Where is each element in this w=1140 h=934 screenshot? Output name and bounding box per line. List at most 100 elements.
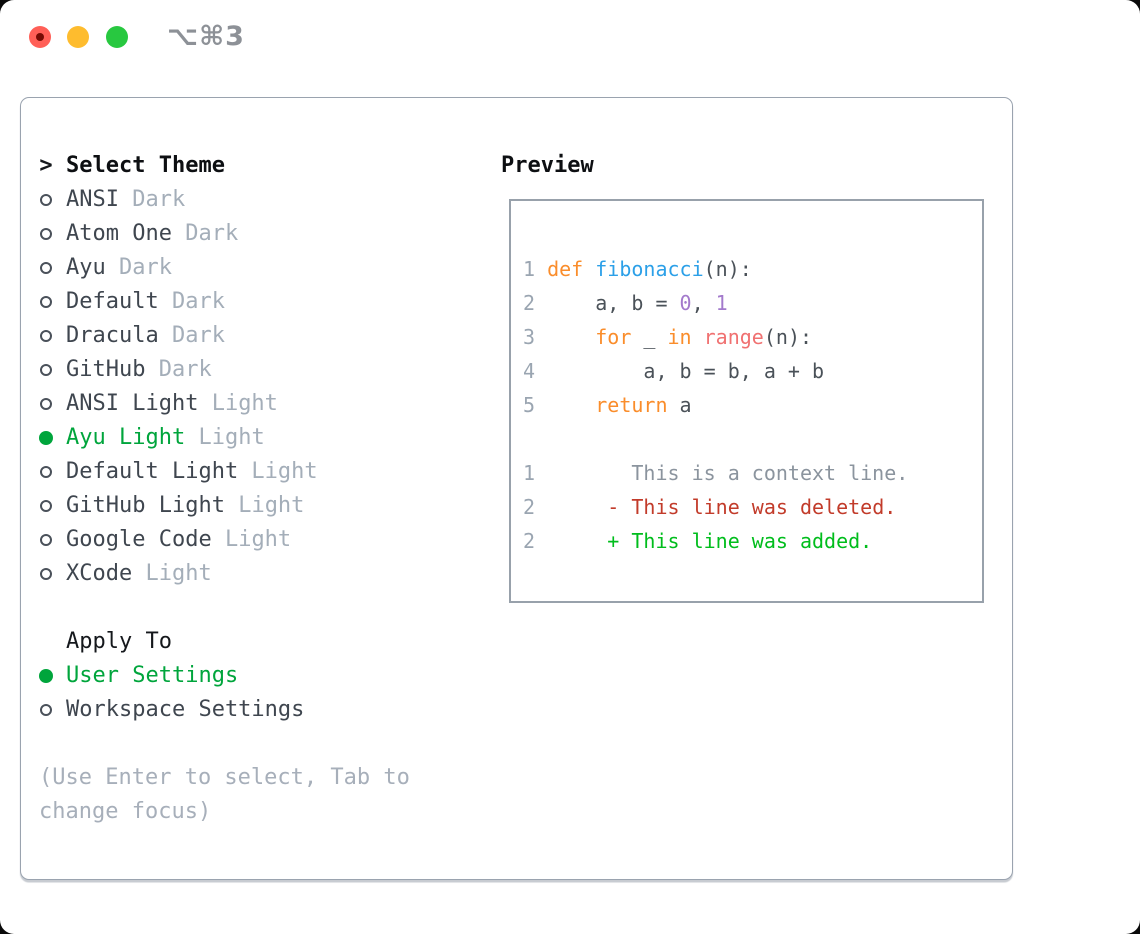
token-plain — [547, 325, 595, 349]
spacer — [39, 591, 439, 625]
theme-option[interactable]: GitHub Dark — [39, 353, 439, 387]
option-label: Ayu — [66, 255, 106, 280]
theme-option[interactable]: Atom One Dark — [39, 217, 439, 251]
option-label: ANSI Light — [66, 391, 199, 416]
option-label: Atom One — [66, 221, 172, 246]
apply-option[interactable]: User Settings — [39, 659, 439, 693]
option-label: Ayu Light — [66, 425, 186, 450]
token-plain: (n): — [763, 325, 813, 349]
token-keyword: def — [547, 257, 596, 281]
line-number: 2 — [523, 529, 536, 553]
option-label: GitHub — [66, 357, 146, 382]
token-function: fibonacci — [595, 257, 704, 281]
theme-option[interactable]: XCode Light — [39, 557, 439, 591]
variant-tag: Light — [224, 493, 305, 518]
token-number: 1 — [715, 291, 728, 315]
theme-option[interactable]: ANSI Dark — [39, 183, 439, 217]
radio-icon — [39, 353, 53, 387]
line-number: 1 — [523, 461, 536, 485]
radio-icon — [39, 455, 53, 489]
select-theme-label: Select Theme — [66, 153, 225, 178]
variant-tag: Light — [132, 561, 212, 586]
variant-tag: Dark — [158, 289, 225, 314]
token-keyword: return — [595, 393, 668, 417]
token-plain: , — [691, 291, 716, 315]
minimize-button[interactable] — [67, 26, 89, 48]
line-number: 1 — [523, 257, 536, 281]
token-keyword: for — [595, 325, 632, 349]
variant-tag: Dark — [105, 255, 172, 280]
fullscreen-button[interactable] — [106, 26, 128, 48]
code-line: 2 a, b = 0, 1 — [523, 286, 982, 320]
token-number: 0 — [679, 291, 692, 315]
option-label: Google Code — [66, 527, 212, 552]
variant-tag: Light — [238, 459, 318, 484]
preview-title: Preview — [501, 153, 594, 178]
token-added: + This line was added. — [607, 529, 873, 553]
radio-icon — [39, 693, 53, 727]
focus-caret-icon: > — [39, 153, 53, 178]
radio-icon — [39, 387, 53, 421]
titlebar: ⌥⌘3 — [0, 0, 1140, 74]
spacer — [39, 727, 439, 761]
radio-icon — [39, 285, 53, 319]
token-call: range — [703, 325, 764, 349]
line-number: 3 — [523, 325, 536, 349]
option-label: GitHub Light — [66, 493, 225, 518]
line-number: 5 — [523, 393, 536, 417]
line-number: 2 — [523, 495, 536, 519]
token-keyword: in — [667, 325, 692, 349]
theme-option[interactable]: GitHub Light Light — [39, 489, 439, 523]
radio-icon — [39, 217, 53, 251]
close-button[interactable] — [29, 26, 51, 48]
token-plain — [692, 325, 704, 349]
token-context: This is a context line. — [547, 461, 909, 485]
token-plain — [547, 529, 607, 553]
token-plain — [547, 495, 607, 519]
code-line: 2 + This line was added. — [523, 524, 982, 558]
theme-option[interactable]: Default Light Light — [39, 455, 439, 489]
radio-selected-icon — [39, 659, 53, 693]
radio-icon — [39, 319, 53, 353]
theme-option[interactable]: Default Dark — [39, 285, 439, 319]
theme-option[interactable]: Google Code Light — [39, 523, 439, 557]
select-theme-header: > Select Theme — [39, 149, 439, 183]
apply-option[interactable]: Workspace Settings — [39, 693, 439, 727]
variant-tag: Dark — [158, 323, 225, 348]
code-line: 1 This is a context line. — [523, 456, 982, 490]
variant-tag: Light — [211, 527, 292, 552]
apply-to-label: Apply To — [66, 629, 172, 654]
theme-option[interactable]: Dracula Dark — [39, 319, 439, 353]
option-label: Default — [66, 289, 159, 314]
theme-option[interactable]: Ayu Dark — [39, 251, 439, 285]
theme-option[interactable]: Ayu Light Light — [39, 421, 439, 455]
hint-text: (Use Enter to select, Tab to change focu… — [39, 765, 410, 824]
apply-to-marker — [39, 625, 53, 659]
line-number: 4 — [523, 359, 536, 383]
option-label: XCode — [66, 561, 133, 586]
code-line — [523, 422, 982, 456]
radio-icon — [39, 251, 53, 285]
radio-selected-icon — [39, 421, 53, 455]
variant-tag: Dark — [118, 187, 186, 212]
code-line: 2 - This line was deleted. — [523, 490, 982, 524]
option-label: User Settings — [66, 663, 239, 688]
code-line: 5 return a — [523, 388, 982, 422]
token-plain: a, b = b, a + b — [547, 359, 825, 383]
token-plain — [547, 393, 595, 417]
option-label: Dracula — [66, 323, 159, 348]
radio-icon — [39, 489, 53, 523]
variant-tag: Dark — [171, 221, 239, 246]
variant-tag: Light — [198, 391, 278, 416]
token-plain: (n): — [703, 257, 752, 281]
code-line: 4 a, b = b, a + b — [523, 354, 982, 388]
code-line: 3 for _ in range(n): — [523, 320, 982, 354]
theme-option[interactable]: ANSI Light Light — [39, 387, 439, 421]
